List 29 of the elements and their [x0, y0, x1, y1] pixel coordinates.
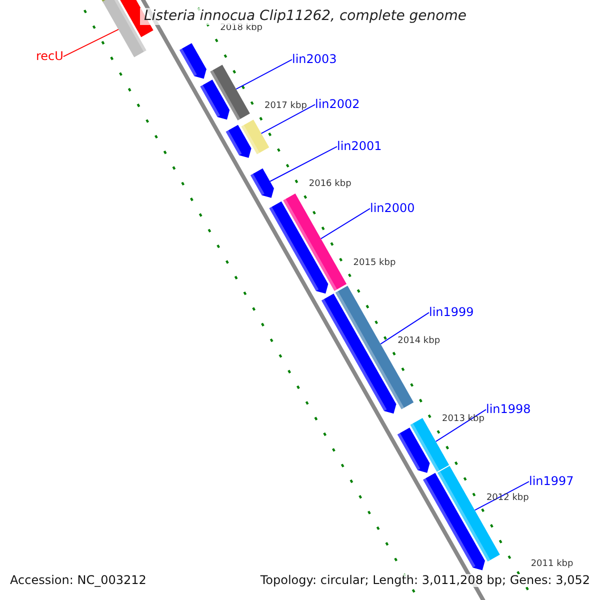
scale-label: 2018 kbp	[220, 24, 263, 34]
genome-summary: Topology: circular; Length: 3,011,208 bp; Genes: 3,052	[260, 574, 590, 588]
leader-line	[320, 208, 370, 240]
leader-line	[236, 59, 292, 90]
leader-line	[62, 28, 119, 58]
scale-label: 2014 kbp	[398, 336, 440, 347]
gene-name: lin2002	[315, 98, 360, 112]
leader-line	[260, 104, 316, 134]
scale-label: 2017 kbp	[264, 102, 307, 112]
gene-bar	[210, 64, 250, 120]
gene-name: recU	[36, 50, 64, 64]
leader-line	[270, 146, 338, 182]
scale-label: 2011 kbp	[530, 560, 574, 570]
gene-bar	[102, 0, 146, 58]
gene-name: lin1998	[486, 403, 531, 416]
leader-line	[435, 409, 486, 442]
gene-bar	[283, 194, 347, 291]
scale-label: 2016 kbp	[308, 180, 352, 190]
gene-bar	[241, 120, 270, 154]
gene-name: lin2000	[370, 202, 415, 216]
gene-name: lin1999	[429, 306, 474, 320]
gene-name: lin1997	[529, 475, 574, 488]
scale-label: 2015 kbp	[353, 258, 396, 269]
gene-name: lin2003	[292, 53, 337, 66]
scale-label: 2013 kbp	[442, 415, 484, 426]
accession-text: Accession: NC_003212	[10, 574, 146, 588]
gene-bar	[250, 168, 274, 198]
gene-name: lin2001	[337, 140, 382, 154]
leader-line	[380, 312, 430, 344]
